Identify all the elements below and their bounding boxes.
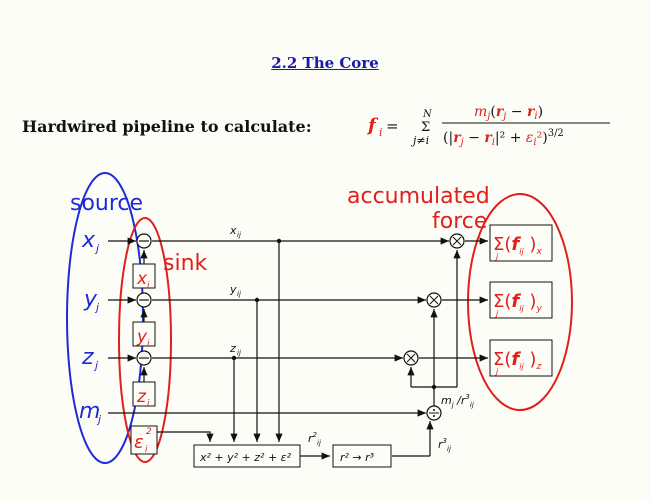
mj-over-r3-label: mj /r3ij <box>441 393 474 409</box>
zij-label: z <box>229 342 236 355</box>
force-equation: f i = N Σ j≠i mj(rj − ri) (|rj − ri|² + … <box>366 104 610 148</box>
svg-text:j: j <box>495 367 499 376</box>
eq-lhs-sub: i <box>379 126 383 139</box>
svg-text:j: j <box>495 309 499 318</box>
r2-label: r2ij <box>308 431 321 447</box>
source-label: source <box>70 191 143 216</box>
svg-text:Σ: Σ <box>421 120 430 135</box>
svg-text:i: i <box>147 399 150 409</box>
r2-to-r3-box <box>332 444 392 468</box>
force-label: force <box>432 209 487 234</box>
svg-text:i: i <box>147 281 150 291</box>
svg-text:mj(rj − ri): mj(rj − ri) <box>474 104 543 122</box>
source-ellipse <box>66 172 144 464</box>
r2-to-r3-label: r² → r³ <box>340 451 375 464</box>
svg-text:2: 2 <box>146 427 152 437</box>
svg-text:ij: ij <box>237 231 241 239</box>
sink-ellipse <box>118 217 172 463</box>
eq-lhs: f <box>366 115 379 136</box>
svg-text:i: i <box>147 339 150 349</box>
yj-label: y <box>83 287 98 312</box>
sink-label: sink <box>163 251 208 276</box>
svg-text:j: j <box>94 301 100 314</box>
svg-text:i: i <box>145 445 148 455</box>
zj-label: z <box>81 345 94 370</box>
accumulator-y-label: Σ(fij )y <box>493 291 542 314</box>
accumulator-y-box <box>489 281 553 319</box>
zi-label: z <box>136 387 147 407</box>
yij-label: y <box>229 283 237 296</box>
svg-text:(|rj − ri|² + εi²)3/2: (|rj − ri|² + εi²)3/2 <box>443 128 564 148</box>
accumulated-label: accumulated <box>347 184 490 209</box>
epsilon-box <box>130 425 158 455</box>
sum-squares-label: x² + y² + z² + ε² <box>199 451 292 464</box>
xij-label: x <box>229 224 237 237</box>
eq-sum-top: N <box>422 109 433 120</box>
mj-label: m <box>79 399 100 424</box>
xj-label: x <box>81 228 96 253</box>
svg-text:j: j <box>94 242 100 255</box>
svg-text:j: j <box>495 252 499 261</box>
epsilon-label: ε <box>134 432 144 453</box>
page-title: 2.2 The Core <box>271 54 379 72</box>
svg-text:ij: ij <box>237 290 241 298</box>
svg-text:j: j <box>96 413 102 426</box>
r3-label: r3ij <box>438 437 451 453</box>
xi-label: x <box>136 269 148 289</box>
accumulator-z-box <box>489 339 553 377</box>
accumulator-x-box <box>489 224 553 262</box>
svg-text:ij: ij <box>237 349 241 357</box>
svg-text:=: = <box>386 117 399 135</box>
accumulator-x-label: Σ(fij )x <box>493 234 542 257</box>
force-ellipse <box>467 193 573 411</box>
yi-label: y <box>136 327 148 347</box>
svg-text:j: j <box>93 359 99 372</box>
accumulator-z-label: Σ(fij )z <box>493 349 541 372</box>
intro-text: Hardwired pipeline to calculate: <box>22 117 312 136</box>
eq-sum-bottom: j≠i <box>410 134 429 147</box>
